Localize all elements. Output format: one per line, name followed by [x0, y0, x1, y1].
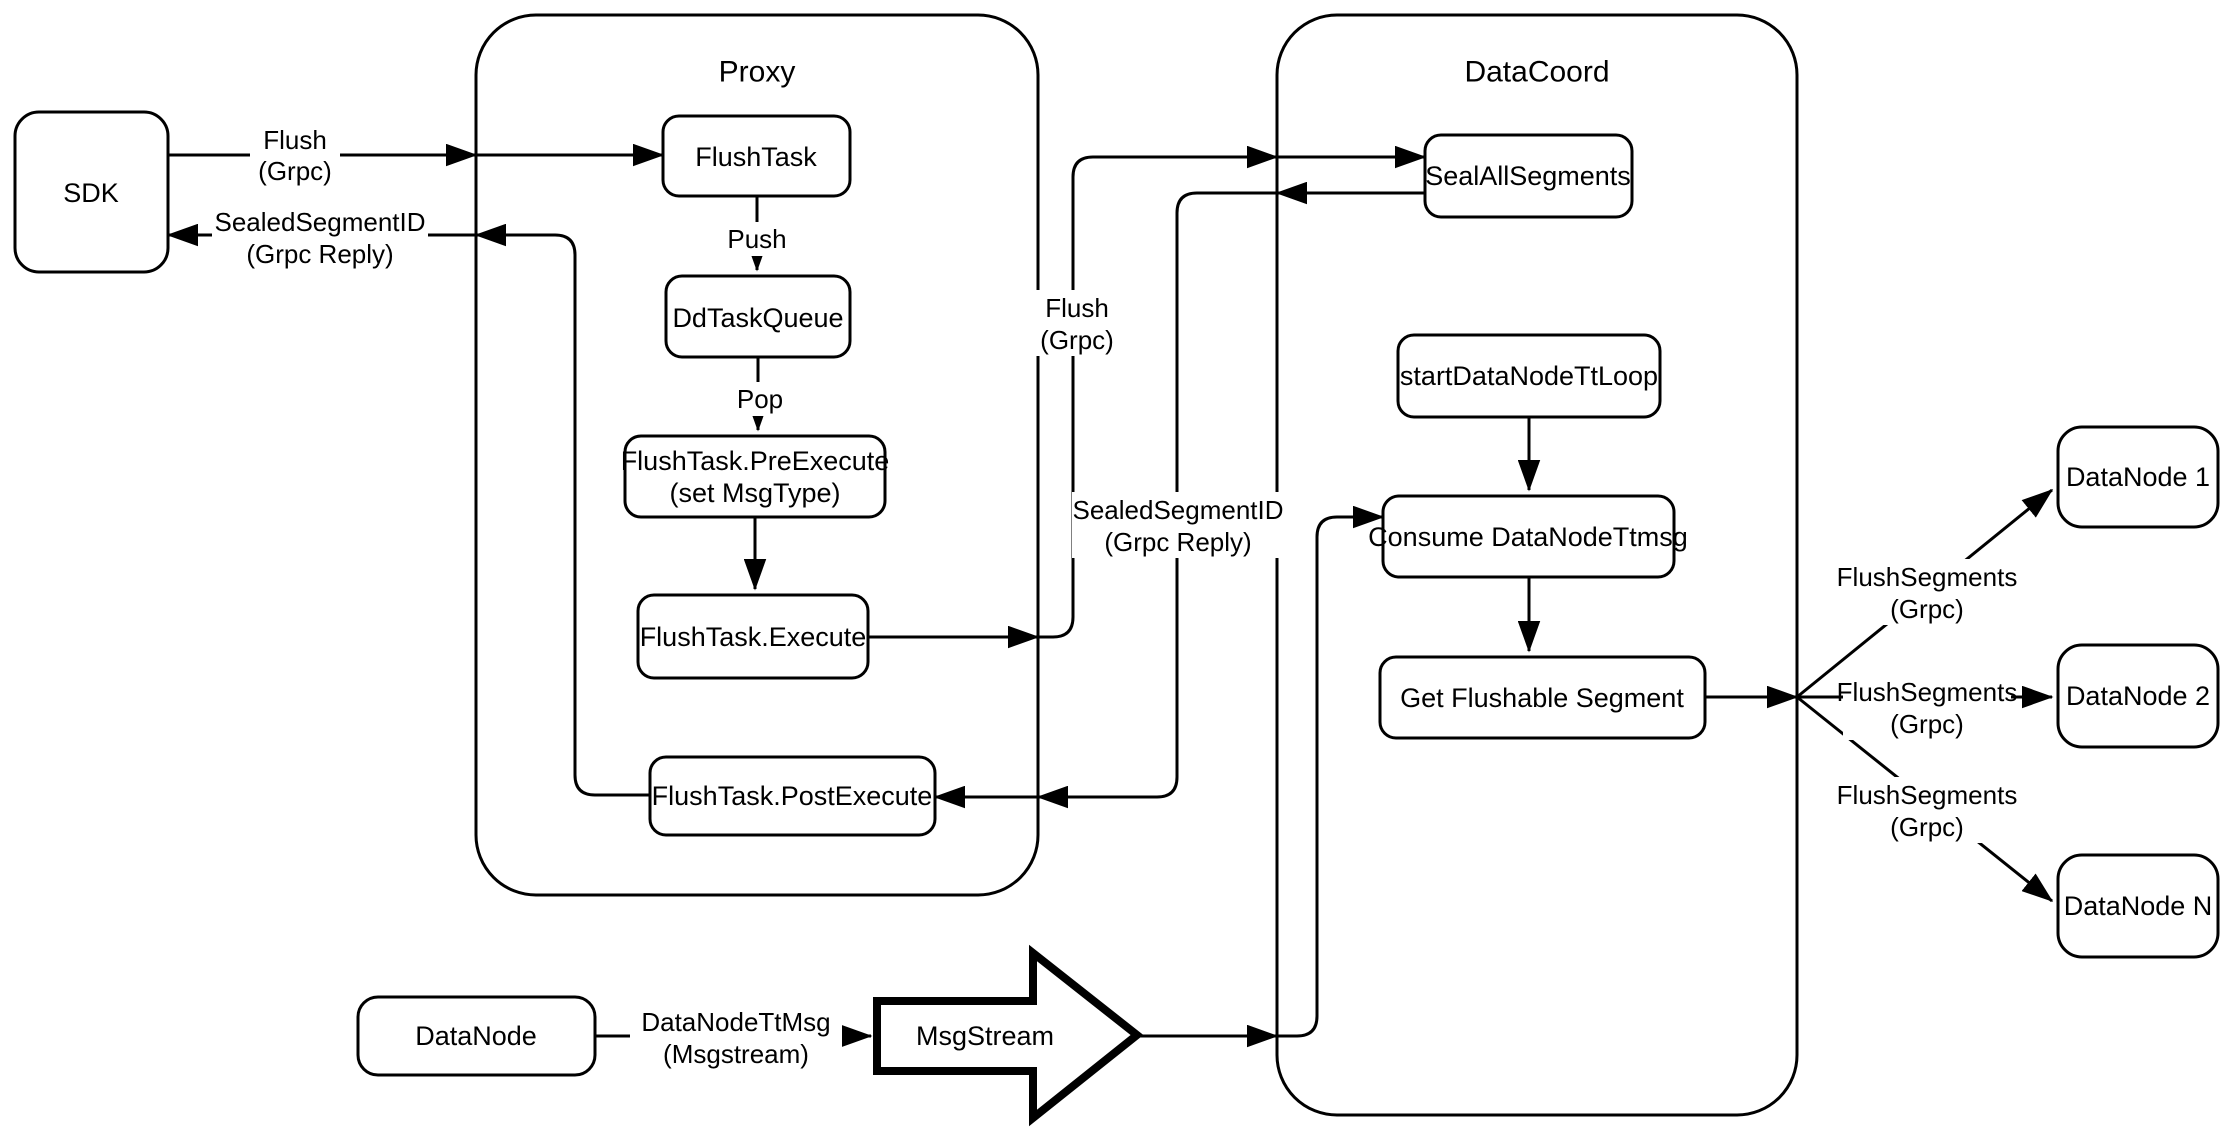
edge-label-text: SealedSegmentID — [214, 207, 425, 237]
node-datanode1: DataNode 1 — [2056, 425, 2220, 529]
node-sdk-label: SDK — [63, 178, 119, 208]
edge-label-text: (Grpc Reply) — [1104, 527, 1251, 557]
node-sdk-box — [13, 110, 170, 274]
node-flushtask-label: FlushTask — [695, 142, 817, 172]
node-datanode-box — [356, 995, 597, 1077]
proxy-container-title: Proxy — [719, 56, 796, 89]
node-sdk: SDK — [13, 110, 170, 274]
edge-label-bg — [729, 382, 791, 416]
edge-execute-to-seal — [868, 145, 1427, 649]
node-flushtask-box — [661, 114, 852, 198]
edge-label-text: SealedSegmentID — [1072, 495, 1283, 525]
node-datanode: DataNode — [356, 995, 597, 1077]
node-msgstream: MsgStream — [873, 944, 1144, 1127]
edge-label-text: Push — [727, 224, 786, 254]
edge-msgstream-to-consume — [1137, 505, 1385, 1048]
edge-label-bg — [1033, 290, 1121, 356]
node-preexecute-label: FlushTask.PreExecute — [621, 446, 890, 476]
node-consumedatanodettmsg-box — [1381, 494, 1676, 579]
edge-execute-to-seal-seg2 — [1038, 145, 1279, 639]
datacoord-container-outline — [1275, 13, 1799, 1117]
node-getflushablesegment: Get Flushable Segment — [1378, 655, 1707, 740]
node-getflushablesegment-box — [1378, 655, 1707, 740]
node-execute: FlushTask.Execute — [636, 593, 870, 680]
node-ddtaskqueue: DdTaskQueue — [664, 274, 852, 359]
edge-label-text: FlushSegments — [1837, 562, 2018, 592]
edge-label-flushsegments-3: FlushSegments (Grpc) — [1837, 777, 2018, 843]
edge-label-text: (Grpc) — [1890, 594, 1964, 624]
node-execute-box — [636, 593, 870, 680]
edge-label-flushsegments-1: FlushSegments (Grpc) — [1837, 559, 2018, 625]
node-postexecute-label: FlushTask.PostExecute — [652, 781, 933, 811]
edge-label-bg — [212, 204, 428, 270]
node-postexecute: FlushTask.PostExecute — [648, 755, 937, 837]
edge-label-datanode-ttmsg: DataNodeTtMsg (Msgstream) — [630, 1004, 842, 1070]
node-datanode1-box — [2056, 425, 2220, 529]
node-datanoden: DataNode N — [2056, 853, 2220, 959]
datacoord-container-title: DataCoord — [1464, 56, 1609, 89]
node-preexecute-box — [623, 434, 887, 519]
edge-reply-to-sdk-seg1 — [474, 223, 650, 797]
edge-label-proxy-reply: SealedSegmentID (Grpc Reply) — [1072, 492, 1284, 558]
node-consumedatanodettmsg-label: Consume DataNodeTtmsg — [1368, 522, 1688, 552]
node-datanode2: DataNode 2 — [2056, 643, 2220, 749]
edge-label-text: (Grpc) — [1890, 709, 1964, 739]
container-proxy: Proxy — [474, 13, 1040, 897]
edge-label-text: (Grpc Reply) — [246, 239, 393, 269]
edge-label-text: FlushSegments — [1837, 780, 2018, 810]
node-datanode1-label: DataNode 1 — [2066, 462, 2210, 492]
node-sealallsegments-box — [1423, 133, 1634, 219]
node-datanoden-box — [2056, 853, 2220, 959]
edge-label-bg — [250, 122, 340, 186]
proxy-container-outline — [474, 13, 1040, 897]
edge-label-sdk-flush: Flush (Grpc) — [250, 122, 340, 186]
edge-label-text: (Grpc) — [1040, 325, 1114, 355]
node-sealallsegments-label: SealAllSegments — [1425, 161, 1631, 191]
node-sealallsegments: SealAllSegments — [1423, 133, 1634, 219]
edge-label-bg — [1843, 559, 2011, 625]
edge-label-flushsegments-2: FlushSegments (Grpc) — [1837, 674, 2018, 740]
edge-label-bg — [630, 1004, 842, 1070]
edge-label-text: Flush — [1045, 293, 1109, 323]
edge-label-bg — [723, 222, 791, 256]
edge-label-sdk-reply: SealedSegmentID (Grpc Reply) — [212, 204, 428, 270]
edge-label-pop: Pop — [729, 382, 791, 416]
edge-msgstream-to-consume-seg2 — [1277, 505, 1385, 1038]
edge-label-text: Pop — [737, 384, 783, 414]
node-execute-label: FlushTask.Execute — [640, 622, 867, 652]
edge-label-bg — [1843, 777, 2011, 843]
msgstream-arrow-shape — [873, 944, 1144, 1127]
edge-label-text: Flush — [263, 125, 327, 155]
edge-label-bg — [1072, 492, 1284, 558]
edge-reply-to-sdk — [166, 223, 650, 797]
node-startdatanodettloop: startDataNodeTtLoop — [1396, 333, 1662, 419]
node-ddtaskqueue-label: DdTaskQueue — [672, 303, 843, 333]
node-datanode2-label: DataNode 2 — [2066, 681, 2210, 711]
edge-label-text: (Msgstream) — [663, 1039, 809, 1069]
node-datanode2-box — [2056, 643, 2220, 749]
edge-label-text: FlushSegments — [1837, 677, 2018, 707]
edge-label-text: (Grpc) — [1890, 812, 1964, 842]
node-preexecute-label: (set MsgType) — [669, 478, 840, 508]
edge-label-bg — [1843, 674, 2011, 740]
node-ddtaskqueue-box — [664, 274, 852, 359]
node-getflushablesegment-label: Get Flushable Segment — [1400, 683, 1684, 713]
node-preexecute: FlushTask.PreExecute (set MsgType) — [621, 434, 890, 519]
node-flushtask: FlushTask — [661, 114, 852, 198]
edge-label-push: Push — [723, 222, 791, 256]
edge-label-text: (Grpc) — [258, 156, 332, 186]
node-consumedatanodettmsg: Consume DataNodeTtmsg — [1368, 494, 1688, 579]
edge-label-proxy-flush: Flush (Grpc) — [1033, 290, 1121, 356]
container-datacoord: DataCoord — [1275, 13, 1799, 1117]
node-postexecute-box — [648, 755, 937, 837]
node-startdatanodettloop-label: startDataNodeTtLoop — [1400, 361, 1658, 391]
node-datanode-label: DataNode — [415, 1021, 537, 1051]
node-msgstream-label: MsgStream — [916, 1021, 1054, 1051]
node-startdatanodettloop-box — [1396, 333, 1662, 419]
node-datanoden-label: DataNode N — [2064, 891, 2213, 921]
edge-label-text: DataNodeTtMsg — [641, 1007, 830, 1037]
